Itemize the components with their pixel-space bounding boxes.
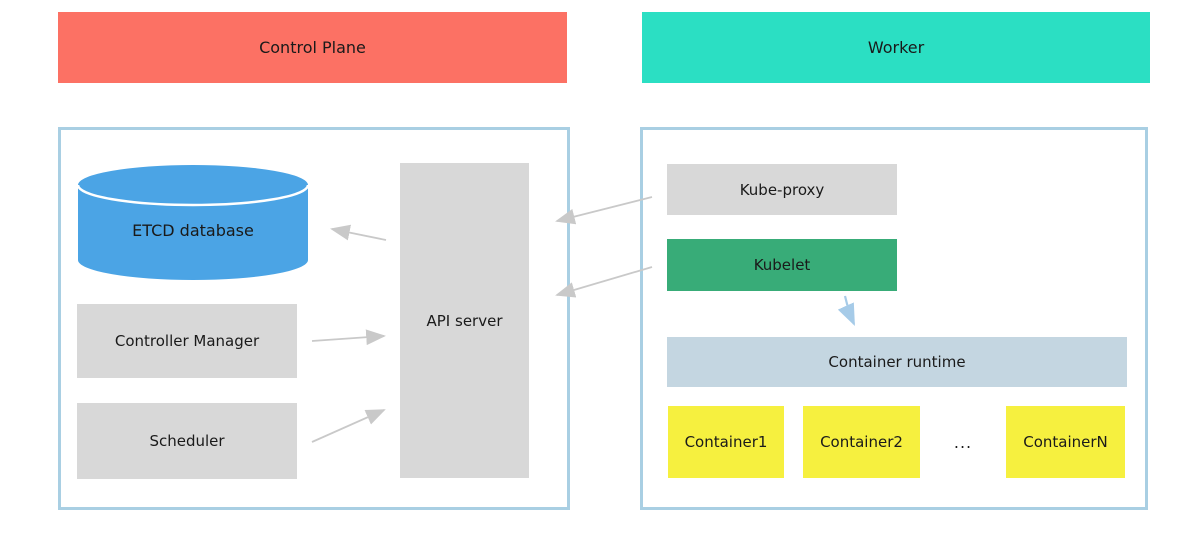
control-plane-banner: Control Plane (58, 12, 567, 83)
kube-proxy-label: Kube-proxy (739, 180, 825, 199)
container-runtime-label: Container runtime (828, 353, 966, 371)
etcd-database-node: ETCD database (78, 200, 308, 260)
container1-label: Container1 (684, 433, 768, 451)
containerN-label: ContainerN (1023, 433, 1108, 451)
cylinder-body (78, 165, 308, 280)
worker-group-box (640, 127, 1148, 510)
container-runtime-node: Container runtime (667, 337, 1127, 387)
etcd-database-label: ETCD database (132, 220, 254, 240)
scheduler-label: Scheduler (149, 432, 225, 450)
api-server-label: API server (426, 311, 503, 330)
kube-proxy-node: Kube-proxy (667, 164, 897, 215)
api-server-node: API server (400, 163, 529, 478)
worker-banner: Worker (642, 12, 1150, 83)
containers-ellipsis: ... (920, 406, 1006, 478)
container2-node: Container2 (803, 406, 920, 478)
control-plane-banner-label: Control Plane (259, 38, 366, 57)
scheduler-node: Scheduler (77, 403, 297, 479)
kubelet-label: Kubelet (753, 256, 811, 274)
containers-ellipsis-text: ... (953, 432, 973, 452)
worker-banner-label: Worker (867, 38, 925, 57)
container2-label: Container2 (820, 433, 903, 451)
controller-manager-label: Controller Manager (114, 332, 260, 350)
containerN-node: ContainerN (1006, 406, 1125, 478)
cylinder-top-rim (78, 184, 308, 207)
control-plane-group-box (58, 127, 570, 510)
arrow-kubelet-to-api-server (555, 266, 653, 298)
kubelet-node: Kubelet (667, 239, 897, 291)
controller-manager-node: Controller Manager (77, 304, 297, 378)
container1-node: Container1 (668, 406, 784, 478)
arrow-kube-proxy-to-api-server (555, 196, 653, 225)
etcd-database-cylinder (78, 165, 308, 280)
